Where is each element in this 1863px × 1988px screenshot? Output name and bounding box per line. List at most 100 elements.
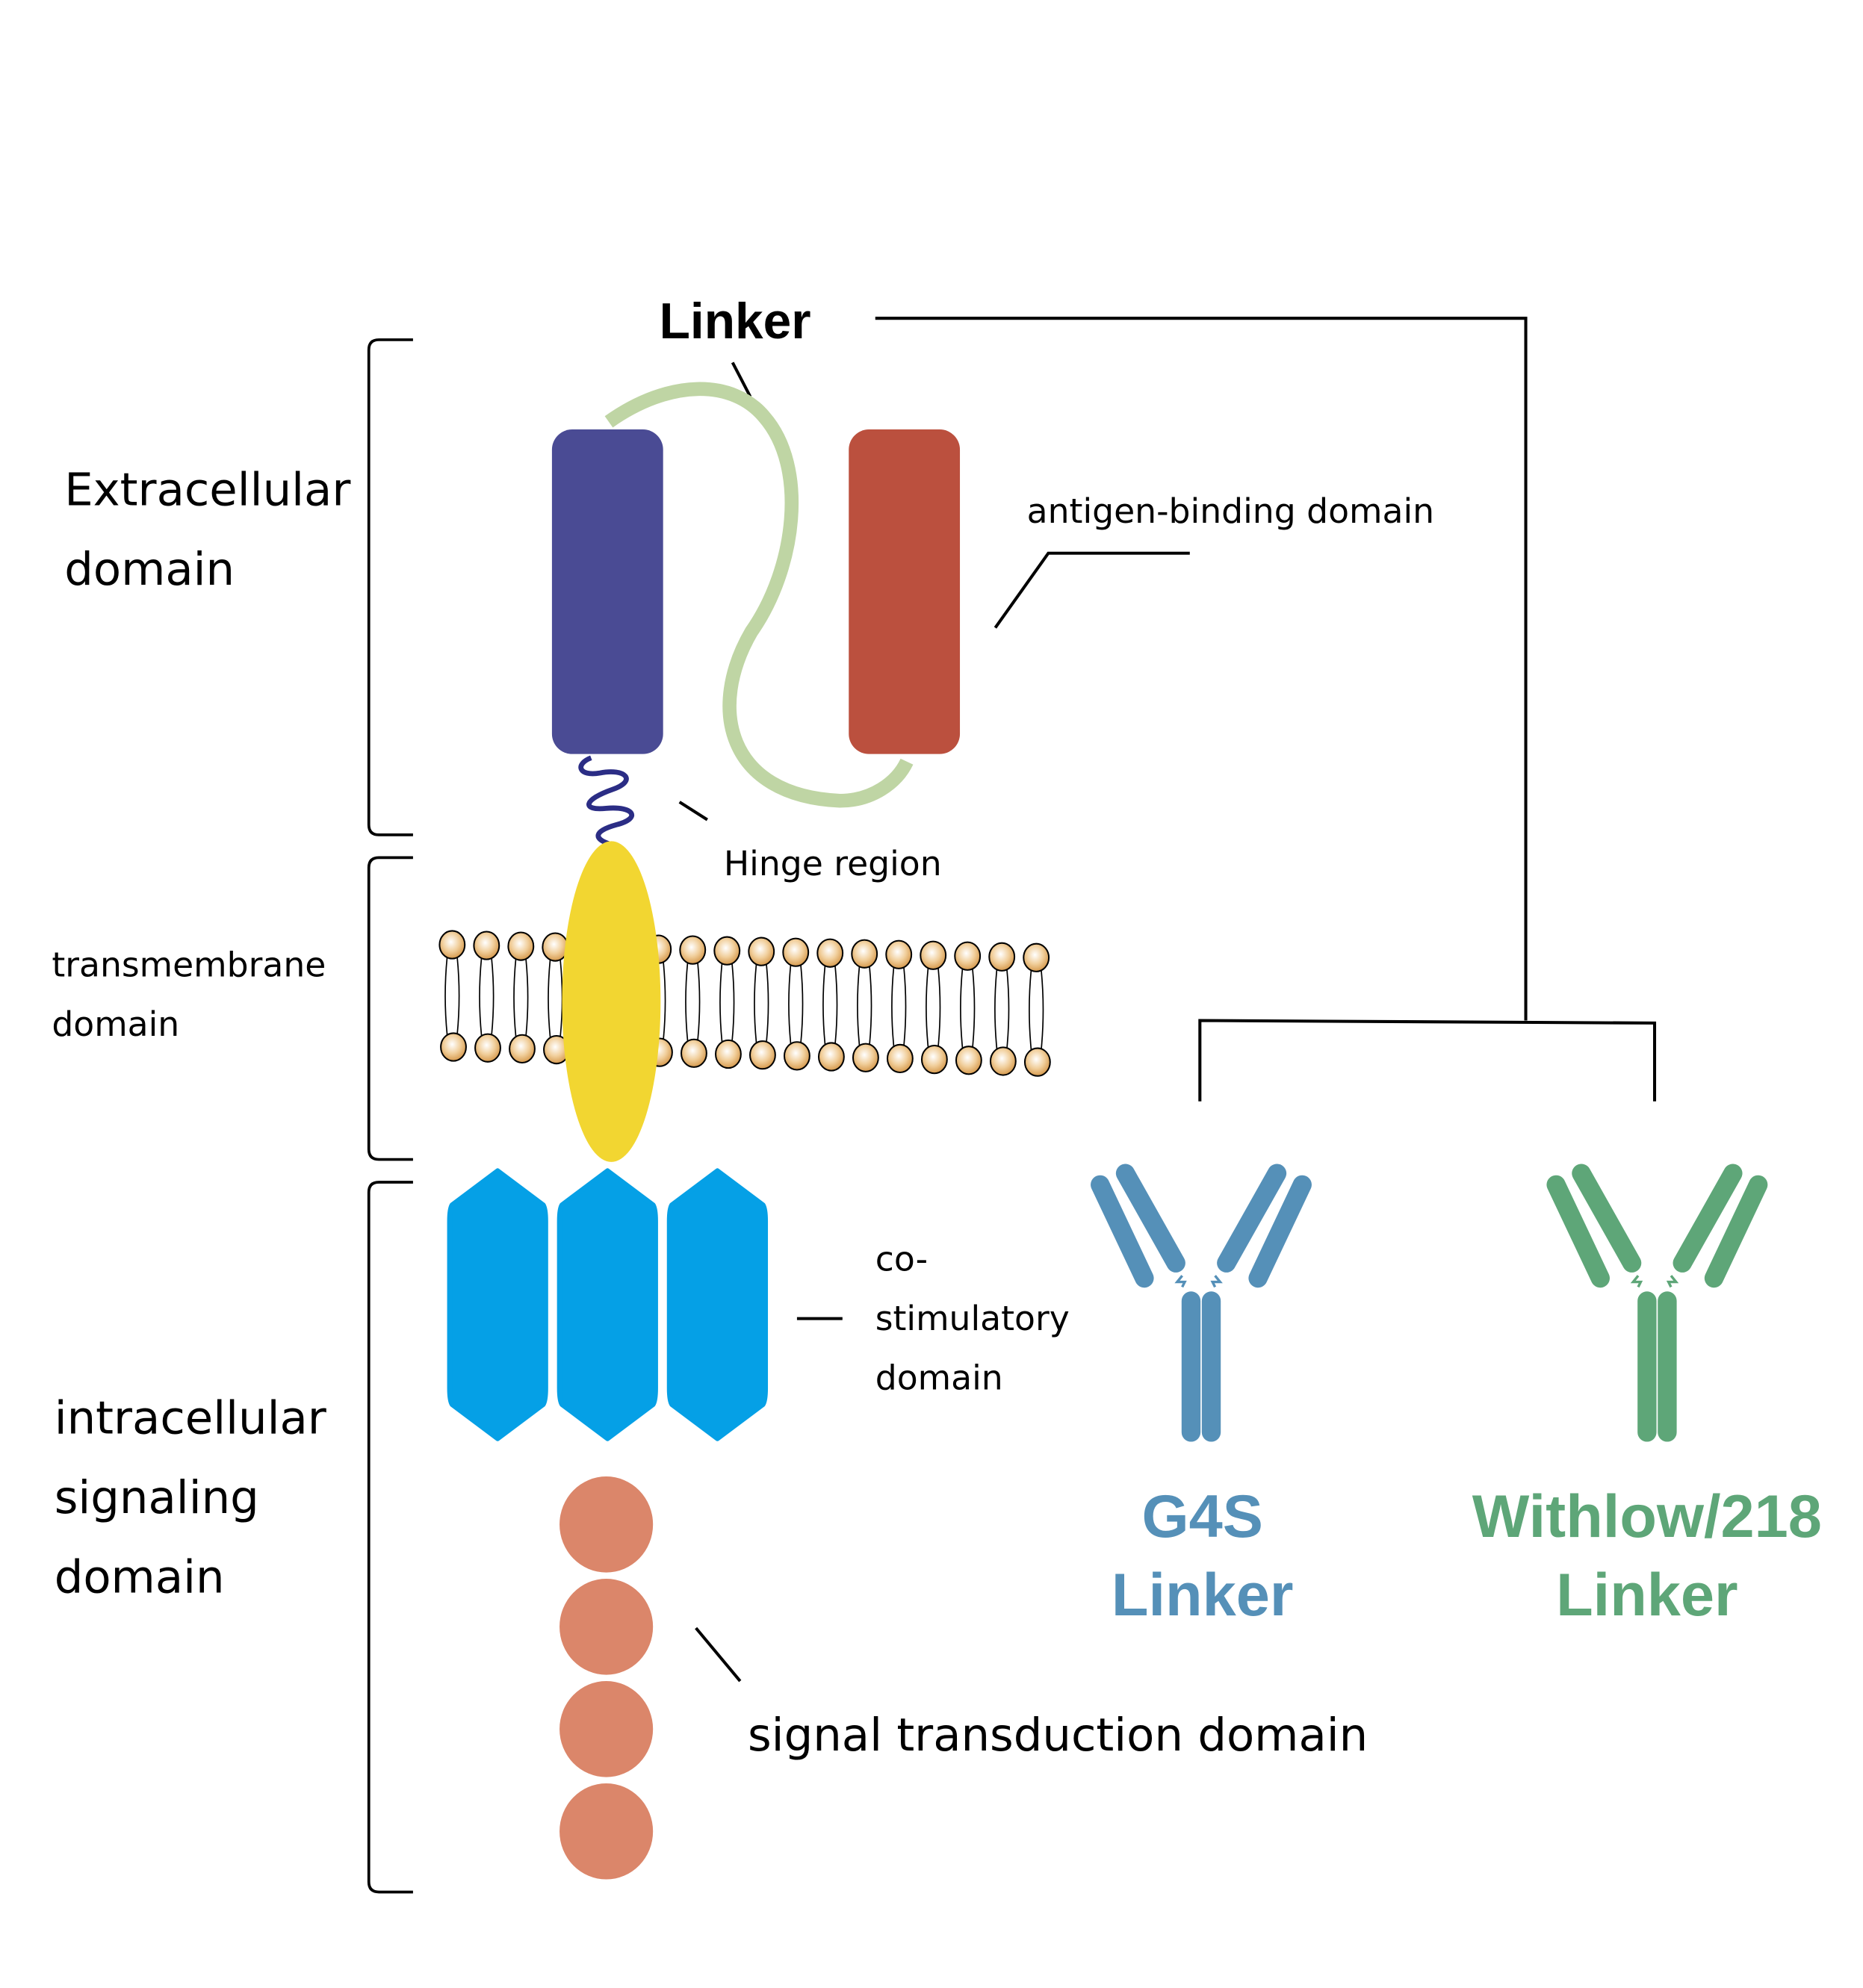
intracellular-label-line2: signaling xyxy=(55,1471,259,1524)
lipid-molecule xyxy=(473,931,501,1063)
lipid-tail xyxy=(903,967,907,1046)
disulfide-bond xyxy=(1666,1275,1679,1288)
lipid-tail xyxy=(800,965,804,1044)
lipid-tail xyxy=(822,966,826,1045)
costim-segment xyxy=(666,1168,769,1441)
vl-domain xyxy=(849,429,961,754)
antibody-chain xyxy=(1704,1175,1768,1288)
costimulatory-domain xyxy=(447,1168,769,1441)
signal-transduction-label: signal transduction domain xyxy=(748,1709,1368,1762)
lipid-tail xyxy=(548,959,551,1037)
costim-label-line2: stimulatory xyxy=(875,1299,1070,1338)
costim-label-line1: co- xyxy=(875,1239,928,1279)
lipid-tail xyxy=(456,957,460,1035)
lipid-tail xyxy=(891,967,895,1046)
antibody-g4s xyxy=(1091,1164,1312,1442)
hinge-callout-line xyxy=(678,801,708,821)
lipid-molecule xyxy=(679,935,707,1068)
transmembrane-domain xyxy=(562,841,661,1162)
lipid-head xyxy=(1023,1047,1051,1077)
lipid-head xyxy=(920,940,947,970)
lipid-molecule xyxy=(542,932,570,1065)
lipid-head xyxy=(886,1043,914,1074)
lipid-tail xyxy=(869,966,872,1046)
lipid-molecule xyxy=(782,937,810,1071)
lipid-head xyxy=(954,941,982,971)
extracellular-label-line2: domain xyxy=(64,543,235,596)
linker-connector-top xyxy=(875,317,1528,1021)
lipid-tail xyxy=(697,962,701,1041)
lipid-tail xyxy=(937,968,941,1047)
costim-segment xyxy=(557,1168,658,1441)
lipid-head xyxy=(474,1033,501,1063)
signal-circle xyxy=(559,1579,654,1675)
lipid-tail xyxy=(491,957,495,1036)
lipid-tail xyxy=(719,963,723,1042)
lipid-molecule xyxy=(507,931,536,1064)
lipid-head xyxy=(509,1034,536,1064)
disulfide-bond xyxy=(1174,1275,1187,1288)
lipid-tail xyxy=(663,961,666,1040)
antibody-chain xyxy=(1572,1164,1642,1273)
lipid-tail xyxy=(1006,969,1010,1049)
withlow-label-line1: Withlow/218 xyxy=(1472,1483,1822,1550)
lipid-molecule xyxy=(851,939,879,1072)
antibody-chain xyxy=(1673,1164,1743,1273)
lipid-head xyxy=(920,1044,948,1075)
lipid-tail xyxy=(857,966,861,1046)
antibody-chain xyxy=(1115,1164,1185,1273)
lipid-tail xyxy=(960,969,964,1048)
signal-circle xyxy=(559,1476,654,1573)
costim-segment xyxy=(447,1168,548,1441)
lipid-tail xyxy=(754,964,757,1043)
lipid-head xyxy=(851,939,878,969)
lipid-head xyxy=(955,1046,982,1075)
lipid-head xyxy=(989,1046,1017,1076)
bracket-intracellular xyxy=(367,1181,413,1894)
antibody-withlow xyxy=(1546,1164,1768,1442)
hinge-region-label: Hinge region xyxy=(724,844,942,883)
lipid-head xyxy=(748,936,775,966)
lipid-head xyxy=(988,942,1016,972)
linker-peptide xyxy=(604,382,914,808)
signal-circle xyxy=(559,1783,654,1880)
lipid-tail xyxy=(525,958,529,1037)
lipid-head xyxy=(679,935,707,965)
antibody-chain xyxy=(1248,1175,1312,1288)
costim-label-line3: domain xyxy=(875,1358,1003,1397)
antibody-chain xyxy=(1217,1164,1287,1273)
antigen-binding-callout xyxy=(994,551,1190,629)
withlow-label-line2: Linker xyxy=(1556,1562,1738,1629)
antibody-chain xyxy=(1091,1175,1154,1288)
lipid-tail xyxy=(479,957,483,1036)
lipid-head xyxy=(1023,942,1050,972)
disulfide-bond xyxy=(1210,1275,1223,1288)
hinge-region xyxy=(578,755,635,846)
intracellular-label-line3: domain xyxy=(55,1551,225,1604)
lipid-molecule xyxy=(885,939,914,1074)
lipid-molecule xyxy=(816,938,845,1072)
transmembrane-label-line2: domain xyxy=(52,1004,179,1044)
region-label-intracellular: intracellular signaling domain xyxy=(55,1392,327,1604)
signal-circle xyxy=(559,1681,654,1777)
lipid-tail xyxy=(926,968,929,1047)
lipid-head xyxy=(507,931,535,961)
intracellular-label-line1: intracellular xyxy=(55,1392,327,1445)
lipid-tail xyxy=(972,969,976,1048)
lipid-tail xyxy=(766,964,769,1043)
linker-label: Linker xyxy=(660,293,811,350)
lipid-tail xyxy=(834,966,838,1045)
lipid-tail xyxy=(1041,970,1044,1050)
lipid-head xyxy=(784,1041,810,1071)
lipid-molecule xyxy=(438,930,467,1062)
lipid-molecule xyxy=(920,940,948,1075)
lipid-molecule xyxy=(1023,942,1051,1077)
lipid-head xyxy=(817,1042,845,1072)
lipid-tail xyxy=(731,963,735,1042)
lipid-head xyxy=(438,930,466,960)
linker-connector-branch xyxy=(1198,1019,1657,1102)
lipid-molecule xyxy=(748,936,776,1070)
disulfide-bond xyxy=(1630,1275,1643,1288)
lipid-molecule xyxy=(954,941,982,1075)
